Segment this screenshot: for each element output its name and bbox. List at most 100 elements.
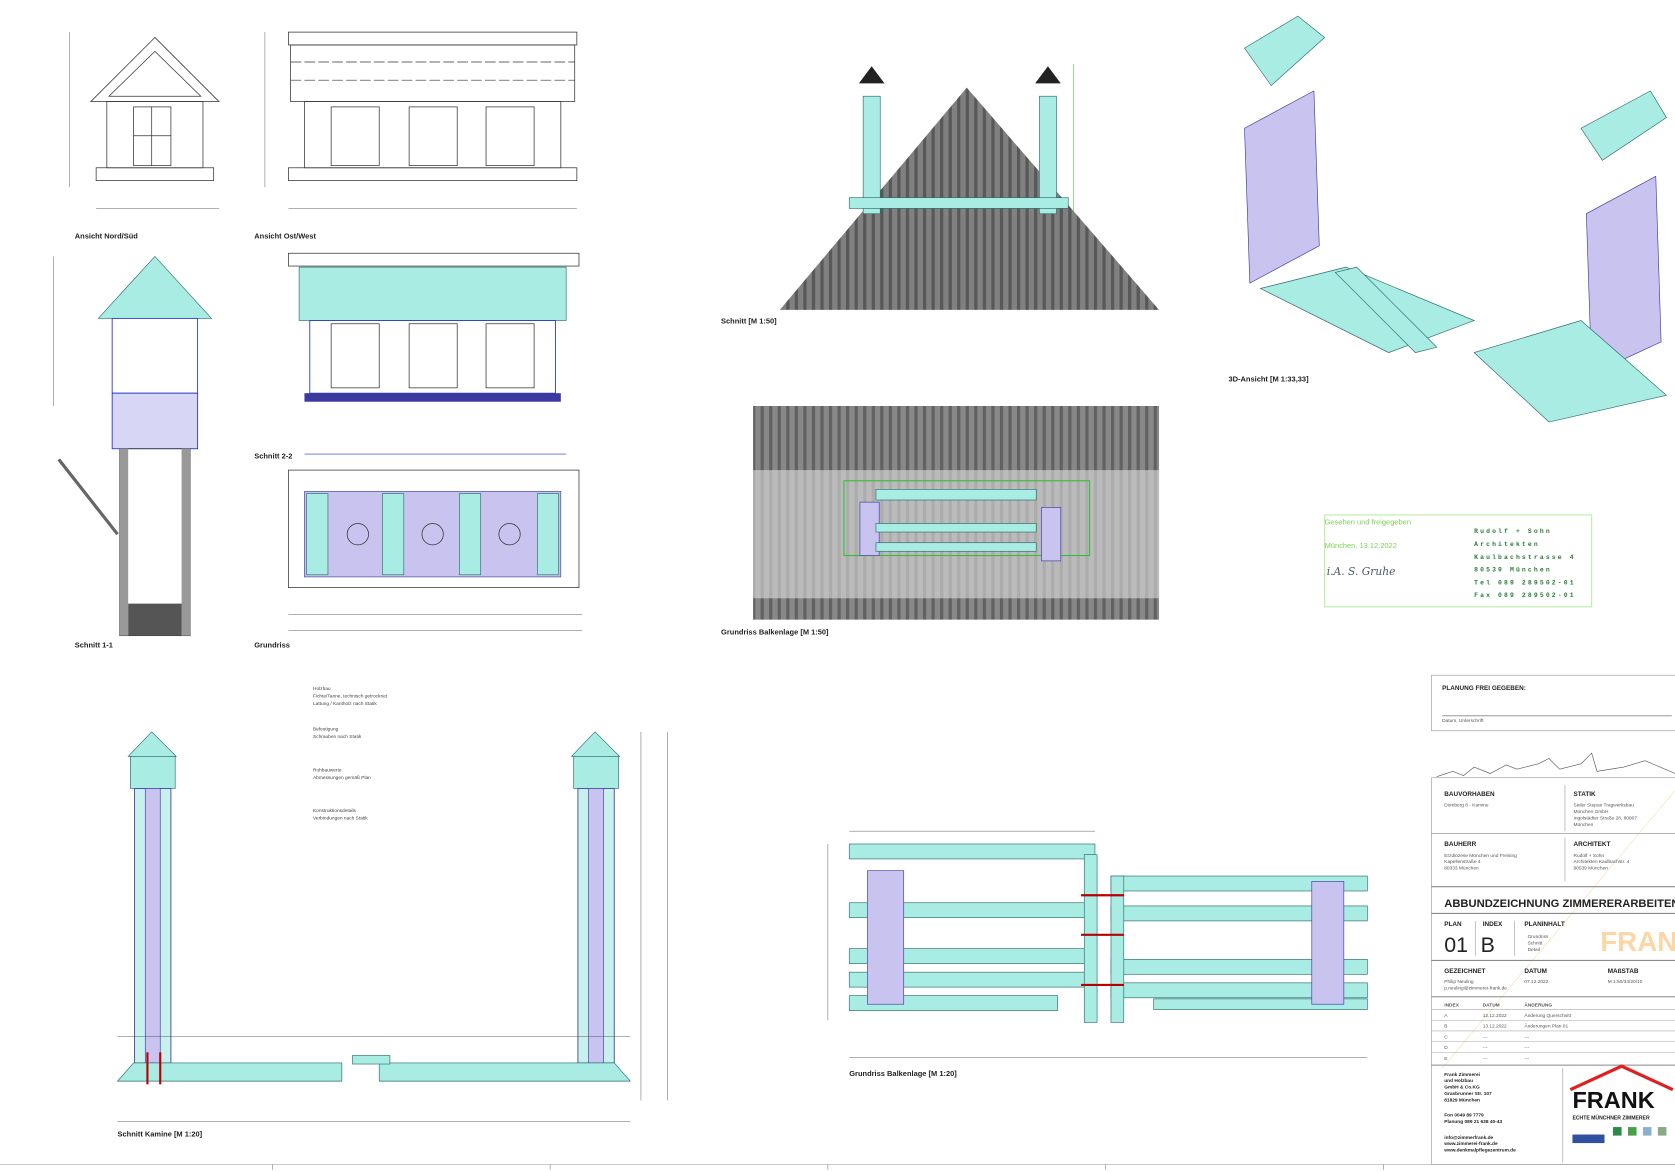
view-ansicht-nord-sued: Ansicht Nord/Süd [69,32,220,240]
text-label: A [1444,1013,1448,1019]
view-schnitt-kamine: Schnitt Kamine [M 1:20] [116,731,668,1139]
text-label: 80539 München [1574,866,1609,872]
text-label: Kapellenstraße 4 [1444,859,1481,865]
text-label: www.denkmalpflegezentrum.de [1443,1148,1516,1154]
plan-number: 01 [1444,933,1468,957]
text-label: Erzdiözese München und Freising [1444,853,1517,859]
view-label: Ansicht Ost/West [254,231,316,240]
text-label: M 1:50/33/20/10 [1608,979,1643,985]
text-label: E [1444,1056,1447,1062]
text-label: INDEX [1444,1002,1459,1008]
text-label: München GmbH [1574,809,1609,815]
skyline-icon [1436,752,1675,777]
text-label: Holzbau [313,686,331,692]
text-label: STATIK [1574,791,1597,798]
text-label: 07.12.2022 [1524,979,1548,985]
text-label: 80333 München [1444,866,1479,872]
text-label: Schrauben nach Statik [313,734,362,740]
view-label: Grundriss [254,640,290,649]
view-label: Ansicht Nord/Süd [75,231,139,240]
drawing-title: ABBUNDZEICHNUNG ZIMMERERARBEITEN [1444,898,1675,910]
freigabe-title: PLANUNG FREI GEGEBEN: [1442,685,1526,692]
view-grundriss-balkenlage-m120: Grundriss Balkenlage [M 1:20] [827,830,1368,1078]
text-label: BAUHERR [1444,841,1476,848]
view-label: 3D-Ansicht [M 1:33,33] [1228,374,1309,383]
stamp-date: München, 13.12.2022 [1325,541,1397,550]
text-label: --- [1524,1057,1529,1062]
text-label: Rudolf + Sohn [1574,853,1605,859]
text-label: Abmessungen gemäß Plan [313,775,371,781]
partner-logo-icon [1572,1134,1605,1144]
text-label: Architekten Kaulbachstr. 4 [1574,859,1630,865]
text-label: Kaulbachstrasse 4 [1474,554,1576,561]
text-label: BAUVORHABEN [1444,791,1495,798]
stamp-office: Rudolf + Sohn Architekten Kaulbachstrass… [1474,528,1576,599]
text-label: Verbindungen nach Statik [313,815,368,821]
text-label: D [1444,1045,1448,1051]
text-label: Frank Zimmerei [1444,1072,1480,1078]
view-label: Grundriss Balkenlage [M 1:20] [849,1069,957,1078]
text-label: GmbH & Co.KG [1444,1085,1480,1091]
view-grundriss: Grundriss [254,469,583,649]
partner-logo-icon [1627,1127,1637,1136]
text-label: PLANINHALT [1524,921,1564,928]
partner-logo-icon [1642,1127,1652,1136]
text-label: --- [1483,1035,1488,1040]
text-label: MAßSTAB [1608,968,1639,975]
approval-stamp: Gesehen und freigegeben München, 13.12.2… [1324,514,1593,608]
material-notes: Holzbau Fichte/Tanne, technisch getrockn… [313,686,388,821]
text-label: Ingolstädter Straße 28, 80807 [1574,815,1638,821]
view-label: Schnitt [M 1:50] [721,317,777,326]
text-label: München [1574,822,1594,828]
text-label: ECHTE MÜNCHNER ZIMMERER [1572,1115,1650,1122]
text-label: C [1444,1034,1448,1040]
text-label: ÄNDERUNG [1524,1001,1552,1008]
text-label: Datum, Unterschrift [1442,718,1484,724]
frank-watermark: FRANK [1600,926,1675,957]
text-label: B [1444,1024,1447,1030]
text-label: Rudolf + Sohn [1474,528,1552,535]
view-schnitt-m150: Schnitt [M 1:50] [721,64,1160,326]
view-schnitt-1-1: Schnitt 1-1 [53,255,213,649]
text-label: p.neuling@zimmerei-frank.de [1444,985,1507,991]
text-label: --- [1524,1046,1529,1051]
text-label: DATUM [1524,968,1547,975]
text-label: info@zimmerfrank.de [1444,1135,1493,1141]
text-label: Lattung / Kantholz nach Statik [313,701,377,707]
plan-index: B [1481,933,1495,957]
text-label: Änderungen Plan 01 [1524,1023,1568,1030]
text-label: INDEX [1483,921,1503,928]
text-label: GEZEICHNET [1444,968,1485,975]
company-address: Frank Zimmerei und Holzbau GmbH & Co.KG … [1443,1072,1516,1154]
text-label: 80539 München [1474,567,1552,574]
title-block: PLANUNG FREI GEGEBEN: Datum, Unterschrif… [1431,674,1675,1165]
view-grundriss-balkenlage-m150: Grundriss Balkenlage [M 1:50] [721,406,1160,637]
text-label: Architekten [1474,541,1540,548]
text-label: FRANK [1572,1087,1654,1113]
text-label: PLAN [1444,921,1462,928]
view-label: Schnitt Kamine [M 1:20] [118,1130,203,1139]
text-label: Fichte/Tanne, technisch getrocknet [313,694,388,700]
view-label: Schnitt 1-1 [75,640,113,649]
text-label: 13.12.2022 [1483,1024,1507,1030]
text-label: Grundriss [1528,934,1549,940]
text-label: Befestigung [313,727,339,733]
view-schnitt-2-2: Schnitt 2-2 [254,252,580,460]
view-label: Grundriss Balkenlage [M 1:50] [721,628,829,637]
signature: i.A. S. Gruhe [1327,565,1396,578]
text-label: Fax 089 289502-01 [1474,592,1576,599]
text-label: 12.12.2022 [1483,1013,1507,1019]
text-label: Planung 089 21 638 40-43 [1444,1119,1502,1125]
text-label: Seiler Stepan Tragwerksbau [1574,803,1635,809]
stamp-text: Gesehen und freigegeben [1325,518,1411,527]
text-label: Änderung Querschnitt [1524,1012,1571,1019]
sheet-border [0,1164,1675,1170]
text-label: und Holzbau [1444,1078,1473,1084]
frank-logo: FRANK ECHTE MÜNCHNER ZIMMERER [1569,1064,1674,1144]
text-label: ARCHITEKT [1574,841,1611,848]
text-label: Tel 089 289502-01 [1474,579,1576,586]
partner-logo-icon [1657,1127,1667,1136]
text-label: --- [1483,1046,1488,1051]
